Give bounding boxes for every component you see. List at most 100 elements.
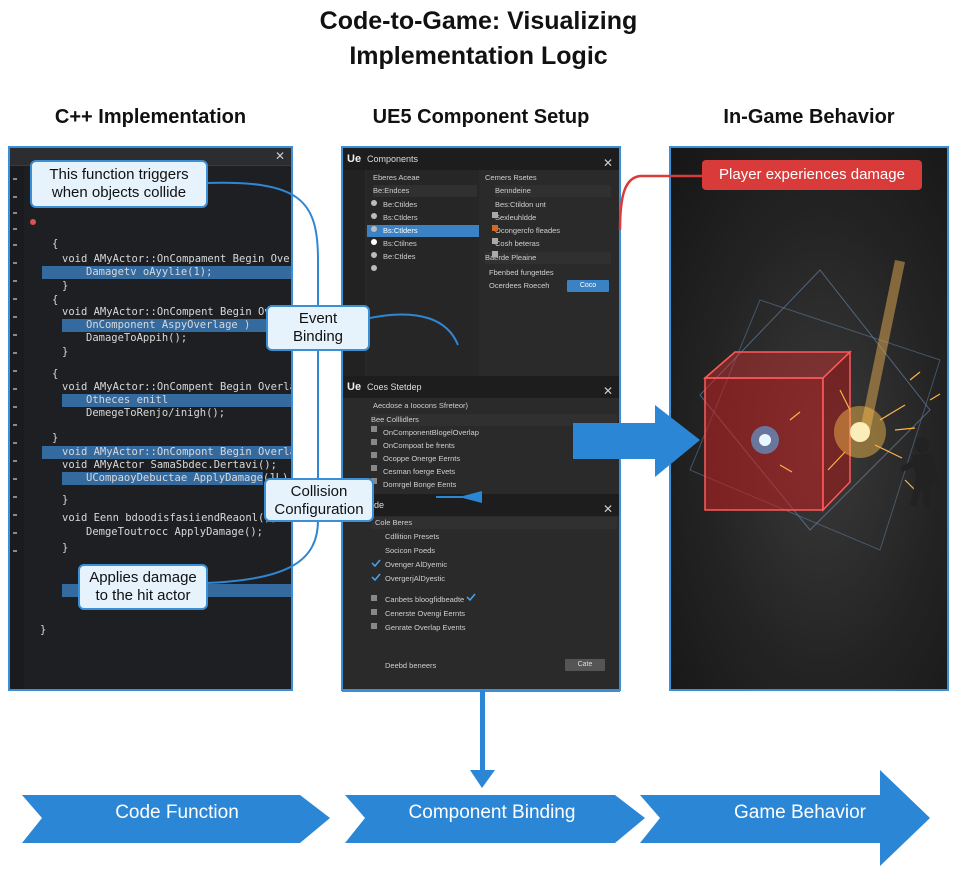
energy-orb-core bbox=[759, 434, 771, 446]
breakpoint-icon[interactable] bbox=[30, 219, 36, 225]
ue-logo-icon: Ue bbox=[347, 381, 362, 393]
sparks bbox=[779, 371, 941, 491]
arrows bbox=[436, 405, 700, 788]
flow-chevron-2 bbox=[345, 795, 645, 843]
callout-triggers: This function triggers when objects coll… bbox=[30, 160, 208, 208]
callout-text: Event bbox=[298, 310, 338, 327]
page-title: Code-to-Game: Visualizing Implementation… bbox=[0, 4, 957, 74]
code-highlight bbox=[62, 319, 269, 332]
code-line: } bbox=[62, 280, 69, 292]
code-line: void Eenn bdoodisfasiiendReaonl(); bbox=[62, 512, 277, 524]
details-header: Cemers Rsetes bbox=[485, 173, 537, 182]
game-scene bbox=[689, 260, 941, 551]
flow-step-code-function: Code Function bbox=[115, 802, 239, 823]
collision-item[interactable]: Ovenger AlDyemic bbox=[385, 560, 448, 569]
callout-text: This function triggers bbox=[49, 166, 189, 183]
connector-lines bbox=[204, 181, 459, 584]
code-line: DemgeToutrocc ApplyDamage(); bbox=[86, 526, 264, 538]
collision-checkbox[interactable]: Cenerste Ovengi Eernts bbox=[385, 609, 466, 618]
bottom-label: Deebd beneers bbox=[385, 661, 437, 670]
components-title: Components bbox=[367, 154, 419, 164]
collision-item[interactable]: Socicon Poeds bbox=[385, 546, 436, 555]
code-line: OnComponent AspyOverlage ) bbox=[86, 319, 251, 331]
details-item[interactable]: Ocongercfo fleades bbox=[495, 226, 561, 235]
code-line: } bbox=[52, 432, 59, 444]
callout-text: Configuration bbox=[274, 501, 364, 518]
collision-checkbox[interactable]: Genrate Overlap Events bbox=[385, 623, 466, 632]
code-line: { bbox=[52, 294, 59, 306]
code-highlight bbox=[42, 446, 291, 459]
setup-item[interactable]: Domrgel Bonge Eents bbox=[383, 480, 457, 489]
close-icon[interactable]: ✕ bbox=[602, 156, 613, 170]
close-icon[interactable]: ✕ bbox=[274, 149, 285, 163]
line-gutter bbox=[10, 166, 24, 689]
flow-chevrons bbox=[22, 770, 930, 866]
components-titlebar: Ue Components ✕ bbox=[343, 148, 619, 170]
setup-title: Coes Stetdep bbox=[367, 382, 422, 392]
code-line: DamageToAppih(); bbox=[86, 332, 188, 344]
callout-text: when objects collide bbox=[51, 184, 187, 201]
setup-item[interactable]: Ocoppe Onerge Eernts bbox=[383, 454, 461, 463]
close-icon[interactable]: ✕ bbox=[602, 502, 613, 516]
code-line: void AMyActor::OnCompent Begin Overlap .… bbox=[62, 381, 291, 393]
flow-step-component-binding: Component Binding bbox=[408, 802, 576, 823]
code-line: Otheces enitl bbox=[86, 394, 169, 406]
code-highlight bbox=[42, 266, 291, 279]
details-item[interactable]: Cosh beteras bbox=[495, 239, 540, 248]
code-line: void AMyActor::OnCompament Begin Overlap… bbox=[62, 253, 291, 265]
coco-button[interactable]: Coco bbox=[567, 280, 609, 292]
code-highlight bbox=[62, 472, 263, 485]
flow-chevron-1 bbox=[22, 795, 330, 843]
tree-item[interactable]: Bs:Ctilnes bbox=[383, 239, 417, 248]
impact-flash bbox=[850, 422, 870, 442]
tree-item[interactable]: Be:Endces bbox=[373, 185, 477, 197]
red-connector bbox=[618, 174, 702, 231]
title-line-2: Implementation Logic bbox=[349, 42, 608, 70]
gutter-marks bbox=[13, 178, 17, 552]
setup-group: Bee Colllidlers bbox=[371, 414, 617, 426]
setup-item[interactable]: OnCompoat be frents bbox=[383, 441, 455, 450]
setup-item[interactable]: Cesman foerge Evets bbox=[383, 467, 456, 476]
close-icon[interactable]: ✕ bbox=[602, 384, 613, 398]
arrow-down-head bbox=[470, 770, 495, 788]
callout-text: Applies damage bbox=[89, 569, 197, 586]
code-line: DemegeToRenjo/inigh(); bbox=[86, 407, 226, 419]
tree-item[interactable]: Be:Ctildes bbox=[383, 200, 418, 209]
details-item[interactable]: Sexleuhldde bbox=[495, 213, 537, 222]
collision-item[interactable]: Cdllition Presets bbox=[385, 532, 440, 541]
arrow-to-game bbox=[573, 405, 700, 477]
components-tree bbox=[367, 170, 479, 380]
flow-step-game-behavior: Game Behavior bbox=[733, 802, 866, 823]
column-heading-game: In-Game Behavior bbox=[723, 106, 895, 128]
flow-chevron-3 bbox=[640, 770, 930, 866]
setup-item[interactable]: OnComponentBlogelOverlap bbox=[383, 428, 479, 437]
code-line: void AMyActor SamaSbdec.Dertavi(); bbox=[62, 459, 277, 471]
code-highlight bbox=[62, 394, 291, 407]
collision-item[interactable]: OvergerjAlDyestic bbox=[385, 574, 446, 583]
projectile-trail bbox=[860, 260, 905, 432]
player-figure bbox=[900, 437, 938, 507]
code-line: Damagetv oAyylie(1); bbox=[86, 266, 213, 278]
details-row: Fbenbed fungetdes bbox=[489, 268, 554, 277]
details-item[interactable]: Benndeine bbox=[495, 185, 611, 197]
details-row: Ocerdees Roeceh bbox=[489, 281, 550, 290]
tree-item-selected[interactable]: Bs:Ctlders bbox=[367, 225, 479, 237]
callout-player-damage: Player experiences damage bbox=[702, 160, 922, 190]
collision-checkbox[interactable]: Canbets bloogfidbeadte bbox=[385, 595, 465, 604]
cate-button[interactable]: Cate bbox=[565, 659, 605, 671]
details-subheader: Baerde Pleaine bbox=[485, 252, 611, 264]
ue-tree-icons bbox=[371, 200, 498, 629]
code-line: { bbox=[52, 368, 59, 380]
tree-item[interactable]: Bs:Ctlders bbox=[383, 213, 418, 222]
ue-logo-icon: Ue bbox=[347, 153, 362, 165]
code-line: } bbox=[40, 624, 47, 636]
tree-header: Eberes Aceae bbox=[373, 173, 420, 182]
setup-titlebar: Ue Coes Stetdep ✕ bbox=[343, 376, 619, 398]
collision-header: Cole Beres bbox=[371, 517, 617, 529]
details-item[interactable]: Bes:Ctildon unt bbox=[495, 200, 546, 209]
code-line: } bbox=[62, 542, 69, 554]
code-line: { bbox=[52, 238, 59, 250]
tree-item[interactable]: Be:Ctldes bbox=[383, 252, 416, 261]
ue-checkmarks bbox=[371, 559, 476, 602]
